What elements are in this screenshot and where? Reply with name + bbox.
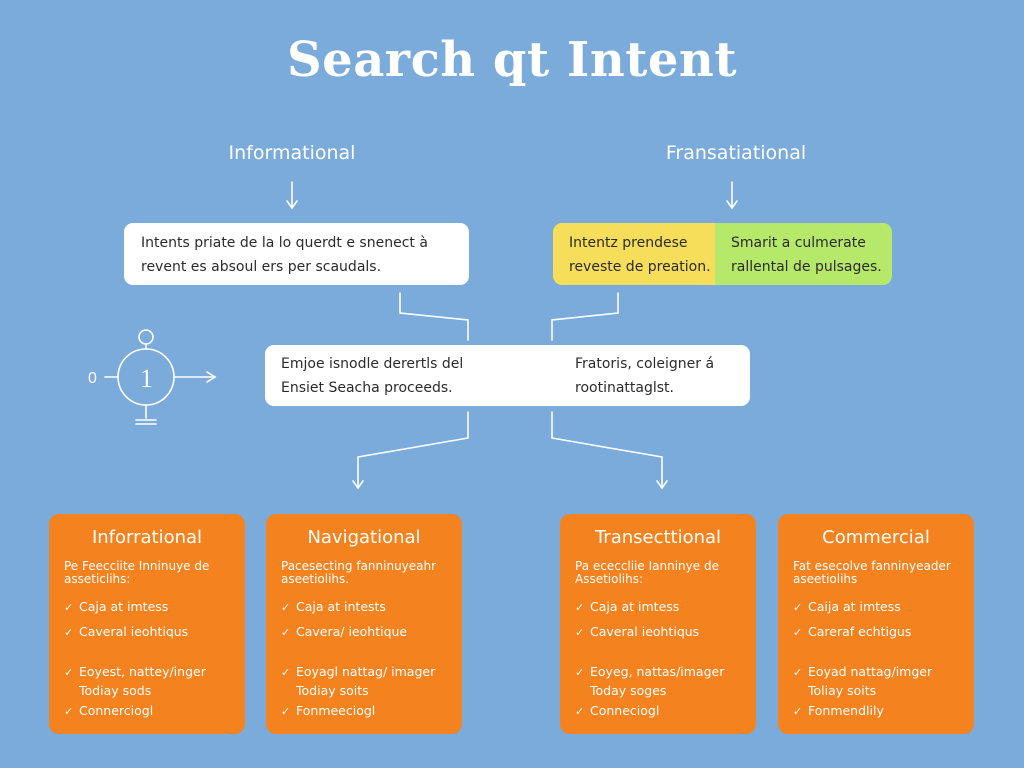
check-icon: ✓ [64, 705, 74, 718]
card-desc-line: asseticlihs: [64, 572, 131, 586]
card-item: ✓Cavera/ ieohtique [281, 623, 407, 642]
card-item: ✓Fonmendlily [793, 702, 884, 721]
card-desc-line: aseetiolihs. [281, 572, 350, 586]
check-icon: ✓ [64, 601, 74, 614]
top-label-informational: Informational [228, 142, 356, 164]
card-title: Commercial [822, 527, 930, 548]
card-item: Toliay soits [808, 683, 877, 698]
check-icon: ✓ [793, 626, 803, 639]
card-item: ✓Conneciogl [575, 702, 659, 721]
card-transactional: Transecttional Pa ececcliie Ianninye de … [560, 514, 756, 734]
box-text-line: Smarit a culmerate [731, 235, 866, 251]
card-item: ✓Eoyeg, nattas/imager [575, 663, 724, 682]
connector-right-out [551, 411, 668, 490]
card-item: ✓Caja at imtess [64, 598, 168, 617]
card-item: ✓Careraf echtigus [793, 623, 911, 642]
card-item: ✓Eoyagl nattag/ imager [281, 663, 435, 682]
card-navigational: Navigational Pacesecting fanninuyeahr as… [266, 514, 462, 734]
card-item: ✓Eoyad nattag/imger [793, 663, 932, 682]
card-desc-line: Pacesecting fanninuyeahr [281, 559, 437, 573]
card-item: ✓Caveral ieohtiqus [575, 623, 699, 642]
card-item: ✓Fonmeeciogl [281, 702, 375, 721]
box-text-line: reveste de preation. [569, 259, 711, 275]
card-title: Inforrational [91, 527, 203, 548]
card-item: Todiay soits [296, 683, 369, 698]
box-text-line: Intents priate de la lo querdt e snenect… [141, 235, 428, 251]
connector-right-in [551, 292, 619, 341]
arrow-down-icon [286, 181, 298, 210]
card-description: Pe Feecciite Inninuye de asseticlihs: [64, 560, 237, 586]
check-icon: ✓ [281, 601, 291, 614]
side-node-diagram [104, 329, 217, 425]
check-icon: ✓ [281, 626, 291, 639]
card-desc-line: Fat esecolve fanninyeader [793, 559, 951, 573]
yellow-segment: Intentz prendese reveste de preation. [553, 223, 715, 285]
card-description: Fat esecolve fanninyeader aseetiolihs [793, 560, 966, 586]
check-icon: ✓ [64, 626, 74, 639]
card-item: Todiay sods [79, 683, 152, 698]
page-title: Search qt Intent [286, 32, 737, 88]
check-icon: ✓ [575, 626, 585, 639]
card-item: ✓Connerciogl [64, 702, 153, 721]
card-item: ✓Caja at imtess [575, 598, 679, 617]
connector-left-in [399, 292, 469, 341]
card-item: ✓Caija at imtess [793, 598, 901, 617]
card-commercial: Commercial Fat esecolve fanninyeader ase… [778, 514, 974, 734]
card-desc-line: Assetiolihs: [575, 572, 644, 586]
card-desc-line: Pa ececcliie Ianninye de [575, 559, 719, 573]
box-text-line: Ensiet Seacha proceeds. [281, 380, 453, 396]
check-icon: ✓ [281, 666, 291, 679]
card-description: Pacesecting fanninuyeahr aseetiolihs. [281, 560, 454, 586]
box-text-line: Intentz prendese [569, 235, 688, 251]
side-node-left-glyph: 0 [88, 370, 97, 387]
connector-left-out [352, 411, 469, 490]
box-text-line: revent es absoul ers per scaudals. [141, 259, 382, 275]
card-item: Today soges [590, 683, 667, 698]
card-item: ✓Caja at intests [281, 598, 386, 617]
top-label-transactional: Fransatiational [665, 142, 807, 164]
informational-description-box: Intents priate de la lo querdt e snenect… [124, 223, 469, 285]
card-title: Transecttional [594, 527, 722, 548]
side-node-center-glyph: 1 [140, 364, 153, 393]
check-icon: ✓ [793, 601, 803, 614]
arrow-down-icon [726, 181, 738, 210]
green-segment: Smarit a culmerate rallental de pulsages… [715, 223, 892, 285]
card-desc-line: aseetiolihs [793, 572, 858, 586]
check-icon: ✓ [793, 666, 803, 679]
card-description: Pa ececcliie Ianninye de Assetiolihs: [575, 560, 748, 586]
check-icon: ✓ [575, 666, 585, 679]
card-item: ✓Eoyest, nattey/inger [64, 663, 206, 682]
check-icon: ✓ [575, 705, 585, 718]
center-process-box: Emjoe isnodle derertls del Ensiet Seacha… [265, 345, 750, 406]
check-icon: ✓ [793, 705, 803, 718]
box-text-line: rootinattaglst. [575, 380, 674, 396]
check-icon: ✓ [575, 601, 585, 614]
check-icon: ✓ [64, 666, 74, 679]
card-desc-line: Pe Feecciite Inninuye de [64, 559, 210, 573]
box-text-line: rallental de pulsages. [731, 259, 882, 275]
check-icon: ✓ [281, 705, 291, 718]
card-item: ✓Caveral ieohtiqus [64, 623, 188, 642]
box-text-line: Emjoe isnodle derertls del [281, 356, 464, 372]
box-text-line: Fratoris, coleigner á [575, 356, 715, 372]
card-informational: Inforrational Pe Feecciite Inninuye de a… [49, 514, 245, 734]
transactional-description-box: Intentz prendese reveste de preation. Sm… [553, 223, 892, 285]
card-title: Navigational [307, 527, 421, 548]
